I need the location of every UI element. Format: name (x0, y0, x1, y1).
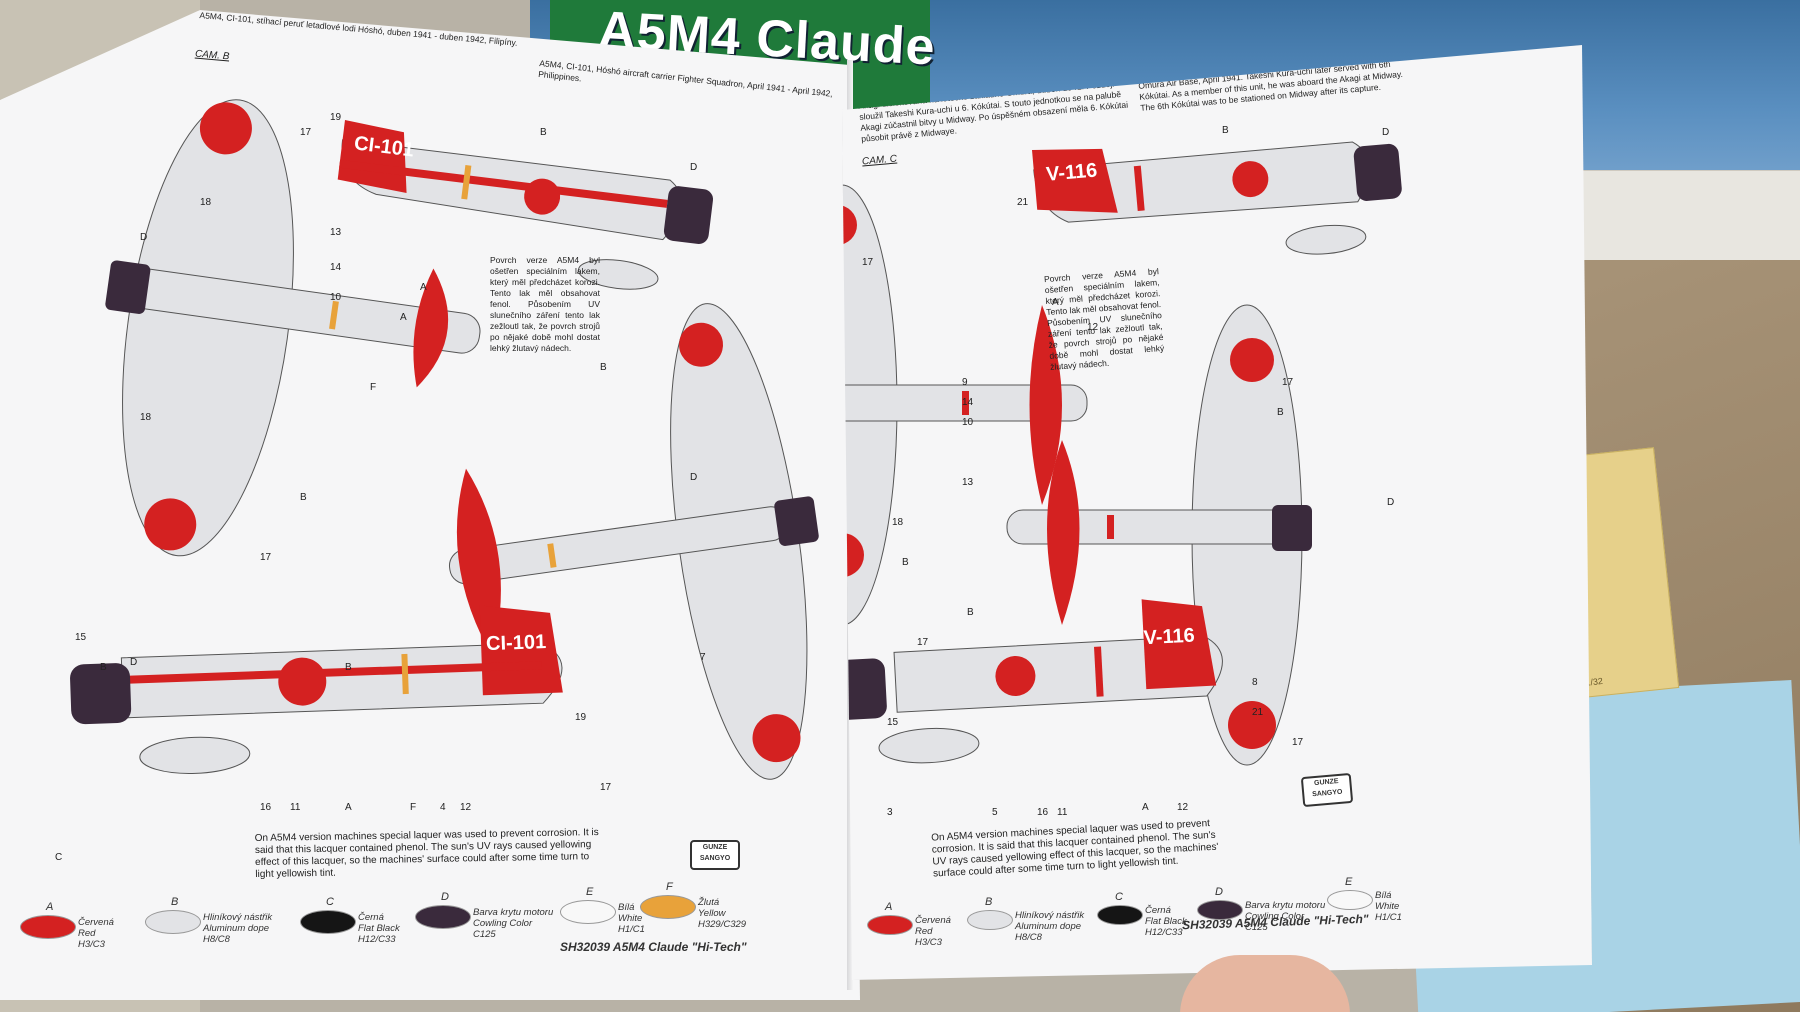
callout-d: D (140, 232, 147, 243)
callout-b3-c: B (1277, 407, 1284, 418)
swatch-cowling-right (1197, 900, 1243, 920)
callout-3: 3 (887, 807, 893, 818)
bottom-view (448, 303, 819, 780)
callout-a: A (420, 282, 427, 293)
left-page: CAM. B A5M4, CI-101, stíhací peruť letad… (0, 10, 860, 1000)
top-view (105, 99, 481, 557)
callout-9: 9 (962, 377, 968, 388)
callout-b2: B (300, 492, 307, 503)
swatch-white-right (1327, 890, 1373, 910)
callout-7: 7 (700, 652, 706, 663)
callout-17d-c: 17 (1292, 737, 1304, 748)
side-view-bottom-c: V-116 (842, 599, 1223, 764)
callout-d4: D (130, 657, 137, 668)
callout-17-c: 17 (862, 257, 874, 268)
side-view-top: CI-101 (337, 120, 714, 290)
callout-17c-c: 17 (917, 637, 929, 648)
callout-8: 8 (1252, 677, 1258, 688)
callout-16: 16 (260, 802, 272, 813)
gunze-logo-left: GUNZE SANGYO (690, 840, 740, 870)
callout-16-c: 16 (1037, 807, 1049, 818)
callout-21: 21 (1017, 197, 1029, 208)
callout-a2: A (400, 312, 407, 323)
callout-d-c: D (1382, 127, 1389, 138)
footer-code-left: SH32039 A5M4 Claude "Hi-Tech" (560, 940, 747, 954)
callout-14-c: 14 (962, 397, 974, 408)
callout-f: F (370, 382, 376, 393)
callout-19: 19 (330, 112, 342, 123)
callout-b3: B (600, 362, 607, 373)
callout-17b-c: 17 (1282, 377, 1294, 388)
cam-c-drawings: V-116 (842, 125, 1402, 818)
gunze-logo-right: GUNZE SANGYO (1300, 772, 1354, 808)
swatch-aluminum (145, 910, 201, 934)
callout-19b: 19 (575, 712, 587, 723)
tail-code-bottom: CI-101 (486, 631, 547, 655)
callout-b4: B (100, 662, 107, 673)
swatch-yellow (640, 895, 696, 919)
side-view-top-c: V-116 (1032, 141, 1402, 255)
callout-d2: D (690, 162, 697, 173)
callout-b4-c: B (967, 607, 974, 618)
callout-11-c: 11 (1057, 807, 1068, 818)
callout-11: 11 (290, 802, 301, 813)
swatch-white (560, 900, 616, 924)
callout-12: 12 (460, 802, 472, 813)
swatch-aluminum-right (967, 910, 1013, 930)
callout-a-c: A (1052, 297, 1059, 308)
callout-b2-c: B (902, 557, 909, 568)
callout-18: 18 (200, 197, 212, 208)
swatch-red (20, 915, 76, 939)
top-view-c (842, 184, 1088, 626)
callout-a2-c: A (1142, 802, 1149, 813)
callout-17b: 17 (260, 552, 272, 563)
callout-d2-c: D (1387, 497, 1394, 508)
callout-18-c: 18 (892, 517, 904, 528)
callout-13-c: 13 (962, 477, 974, 488)
callout-5: 5 (992, 807, 998, 818)
callout-21b: 21 (1252, 707, 1264, 718)
callout-b: B (540, 127, 547, 138)
callout-10-c: 10 (962, 417, 974, 428)
callout-b5: B (345, 662, 352, 673)
callout-14: 14 (330, 262, 342, 273)
callout-10: 10 (330, 292, 342, 303)
callout-15: 15 (75, 632, 87, 643)
callout-b-c: B (1222, 125, 1229, 136)
note-cz-left: Povrch verze A5M4 byl ošetřen speciálním… (490, 255, 600, 353)
cam-b-drawings: CI-101 CI-101 (55, 99, 819, 863)
callout-4: 4 (440, 802, 446, 813)
callout-f2: F (410, 802, 416, 813)
right-page: A5M4, V-116, podporučík 3. třídy Takeshi… (842, 45, 1592, 980)
note-en-left: On A5M4 version machines special laquer … (254, 827, 599, 881)
swatch-black (300, 910, 356, 934)
swatch-black-right (1097, 905, 1143, 925)
note-cz-right: Povrch verze A5M4 byl ošetřen speciálním… (1043, 266, 1165, 372)
callout-a3: A (345, 802, 352, 813)
callout-17: 17 (300, 127, 312, 138)
callout-13: 13 (330, 227, 342, 238)
callout-c: C (55, 852, 62, 863)
callout-18b: 18 (140, 412, 152, 423)
bottom-view-c (1006, 304, 1312, 766)
callout-12-c: 12 (1087, 322, 1099, 333)
tail-code-bottom-c: V-116 (1143, 625, 1195, 650)
side-view-bottom: CI-101 (70, 605, 563, 774)
swatch-red-right (867, 915, 913, 935)
callout-17c: 17 (600, 782, 612, 793)
callout-15-c: 15 (887, 717, 899, 728)
swatch-cowling (415, 905, 471, 929)
thumb (1180, 955, 1350, 1012)
callout-12b-c: 12 (1177, 802, 1189, 813)
callout-d3: D (690, 472, 697, 483)
tail-code-top-c: V-116 (1045, 159, 1098, 185)
